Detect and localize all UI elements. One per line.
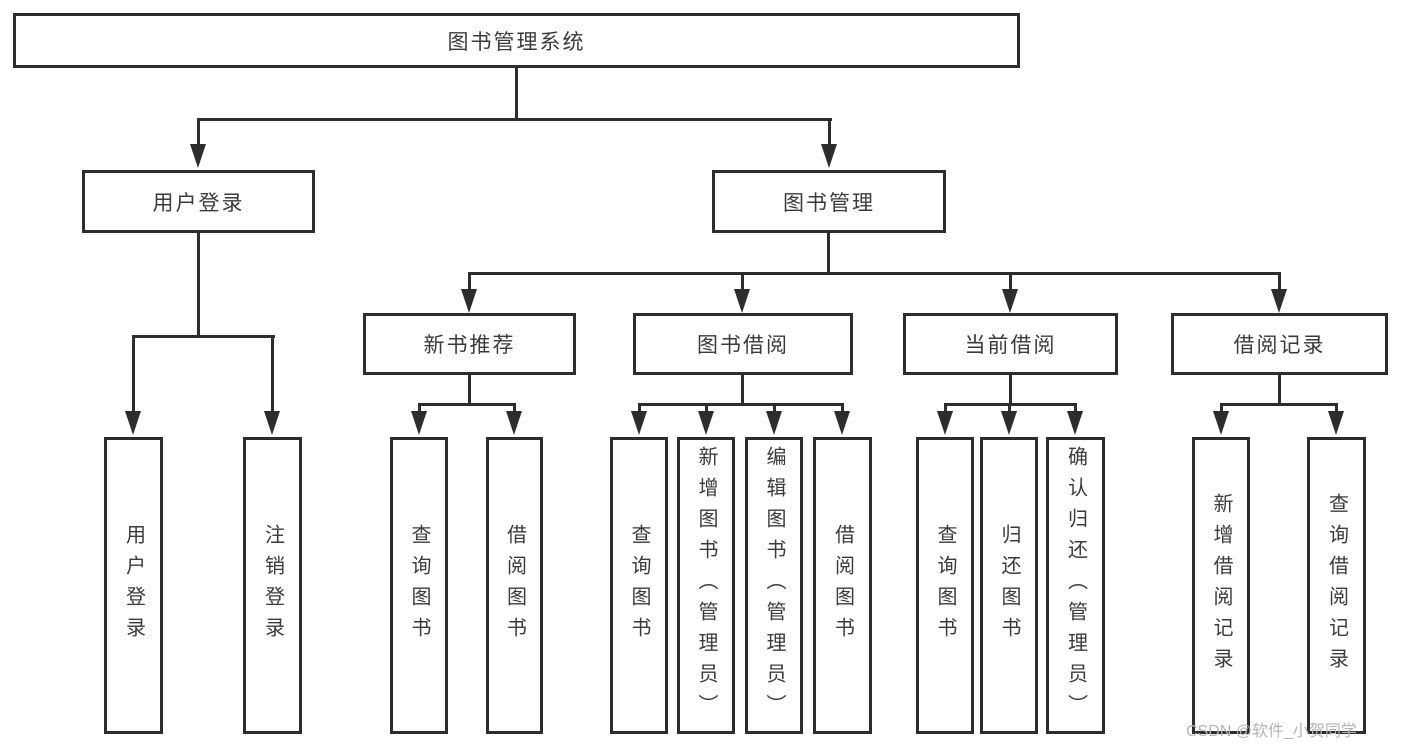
leaf-newbook-borrow-book: 借阅图书 (486, 437, 543, 734)
connector-line (1220, 403, 1223, 415)
node-label: 编辑图书（管理员） (763, 446, 785, 725)
connector-line (944, 403, 947, 415)
arrow-down-icon (734, 289, 750, 313)
node-label: 查询图书 (934, 523, 956, 648)
arrow-down-icon (411, 411, 427, 435)
node-label: 当前借阅 (964, 334, 1057, 357)
node-label: 借阅图书 (503, 523, 526, 648)
node-label: 图书借阅 (697, 334, 789, 357)
connector-line (418, 403, 516, 406)
connector-line (828, 118, 831, 148)
leaf-borrow-add-book: 新增图书（管理员） (677, 437, 735, 734)
connector-line (418, 403, 421, 415)
arrow-down-icon (834, 411, 850, 435)
leaf-user-login: 用户登录 (104, 437, 163, 734)
node-borrow-records: 借阅记录 (1171, 313, 1388, 375)
connector-line (468, 272, 1280, 275)
connector-line (638, 403, 641, 415)
node-root: 图书管理系统 (13, 13, 1020, 68)
node-label: 新增图书（管理员） (695, 446, 717, 725)
node-label: 用户登录 (152, 191, 245, 215)
node-label: 新增借阅记录 (1210, 492, 1232, 679)
connector-line (1335, 403, 1338, 415)
arrow-down-icon (125, 411, 141, 435)
connector-line (773, 403, 776, 415)
leaf-records-query-record: 查询借阅记录 (1307, 437, 1366, 734)
arrow-down-icon (1001, 411, 1017, 435)
node-label: 图书管理 (783, 191, 875, 215)
leaf-current-query-book: 查询图书 (916, 437, 974, 734)
arrow-down-icon (506, 411, 522, 435)
leaf-current-confirm-return: 确认归还（管理员） (1046, 437, 1105, 734)
arrow-down-icon (766, 411, 782, 435)
connector-line (1009, 272, 1012, 292)
connector-line (1009, 373, 1012, 405)
node-label: 用户登录 (122, 523, 145, 648)
leaf-borrow-query-book: 查询图书 (610, 437, 668, 734)
node-label: 借阅记录 (1233, 334, 1326, 357)
connector-line (1278, 272, 1281, 292)
node-label: 图书管理系统 (447, 30, 586, 54)
connector-line (1220, 403, 1338, 406)
node-label: 注销登录 (261, 523, 284, 648)
connector-line (468, 272, 471, 292)
leaf-records-add-record: 新增借阅记录 (1192, 437, 1250, 734)
connector-line (1008, 403, 1011, 415)
connector-line (132, 335, 275, 338)
connector-line (827, 231, 830, 275)
arrow-down-icon (1213, 411, 1229, 435)
connector-line (513, 403, 516, 415)
connector-line (197, 118, 200, 148)
node-current-borrow: 当前借阅 (903, 313, 1118, 375)
connector-line (468, 373, 471, 405)
node-label: 确认归还（管理员） (1064, 446, 1087, 725)
connector-line (741, 373, 744, 405)
node-label: 查询图书 (408, 523, 430, 648)
connector-line (271, 335, 274, 415)
arrow-down-icon (937, 411, 953, 435)
connector-line (197, 231, 200, 338)
arrow-down-icon (1067, 411, 1083, 435)
arrow-down-icon (190, 144, 206, 168)
arrow-down-icon (1328, 411, 1344, 435)
arrow-down-icon (1271, 289, 1287, 313)
connector-line (741, 272, 744, 292)
connector-line (197, 118, 832, 121)
arrow-down-icon (264, 411, 280, 435)
connector-line (705, 403, 708, 415)
leaf-logout: 注销登录 (243, 437, 302, 734)
leaf-borrow-edit-book: 编辑图书（管理员） (745, 437, 803, 734)
connector-line (515, 66, 518, 120)
node-label: 借阅图书 (831, 523, 854, 648)
node-user-login: 用户登录 (82, 170, 315, 233)
csdn-watermark: CSDN @软件_小贺同学 (1186, 723, 1357, 740)
node-label: 新书推荐 (423, 334, 516, 357)
connector-line (638, 403, 844, 406)
leaf-newbook-query-book: 查询图书 (390, 437, 448, 734)
node-label: 归还图书 (998, 523, 1020, 648)
connector-line (1278, 373, 1281, 405)
arrow-down-icon (698, 411, 714, 435)
node-book-management: 图书管理 (712, 170, 946, 233)
node-book-borrow: 图书借阅 (633, 313, 853, 375)
node-label: 查询借阅记录 (1325, 492, 1348, 679)
arrow-down-icon (821, 144, 837, 168)
arrow-down-icon (461, 289, 477, 313)
leaf-borrow-borrow-book: 借阅图书 (813, 437, 872, 734)
connector-line (1074, 403, 1077, 415)
connector-line (841, 403, 844, 415)
arrow-down-icon (1002, 289, 1018, 313)
node-label: 查询图书 (628, 523, 650, 648)
arrow-down-icon (631, 411, 647, 435)
connector-line (132, 335, 135, 415)
node-new-book-recommend: 新书推荐 (363, 313, 576, 375)
leaf-current-return-book: 归还图书 (980, 437, 1038, 734)
